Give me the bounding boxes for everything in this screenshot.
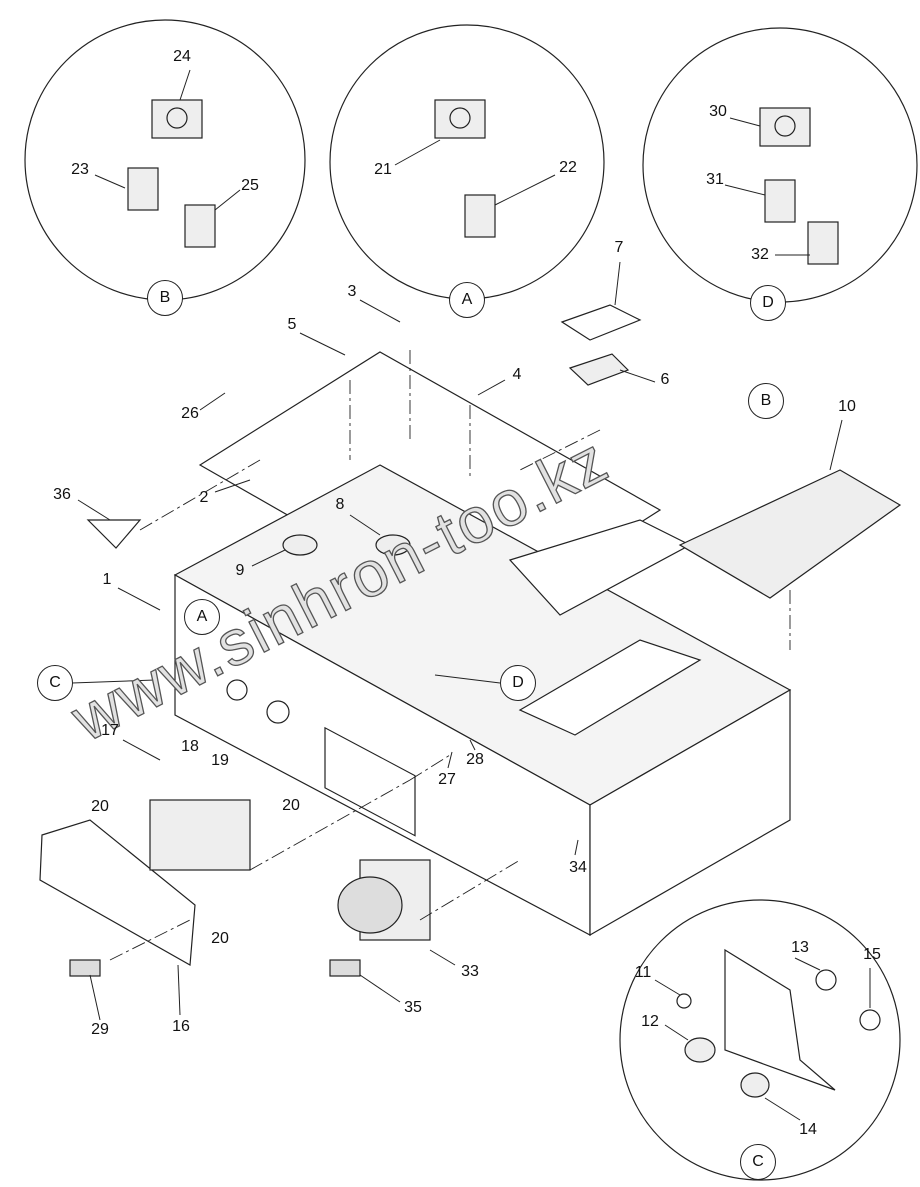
callout-24: 24 <box>173 48 191 65</box>
frame-16 <box>39 819 196 966</box>
callout-8: 8 <box>335 496 345 513</box>
callout-36: 36 <box>53 486 71 503</box>
callout-20: 20 <box>282 797 300 814</box>
button-8 <box>375 534 411 556</box>
callout-19: 19 <box>211 752 229 769</box>
callout-16: 16 <box>172 1018 190 1035</box>
detail-circle-d <box>642 27 918 303</box>
contact-25 <box>184 204 216 248</box>
contact-23 <box>127 167 159 211</box>
callout-31: 31 <box>706 171 724 188</box>
plate-c <box>724 948 836 1091</box>
screw-35 <box>329 959 361 977</box>
callout-5: 5 <box>287 316 297 333</box>
callout-18: 18 <box>181 738 199 755</box>
callout-10: 10 <box>838 398 856 415</box>
screw-29 <box>69 959 101 977</box>
contact-block-30 <box>759 107 811 147</box>
callout-26: 26 <box>181 405 199 422</box>
callout-25: 25 <box>241 177 259 194</box>
keypad-10 <box>678 469 902 599</box>
contact-32 <box>807 221 839 265</box>
callout-22: 22 <box>559 159 577 176</box>
detail-bubble-b: B <box>147 280 183 316</box>
callout-3: 3 <box>347 283 357 300</box>
contact-22 <box>464 194 496 238</box>
box-side <box>589 688 791 937</box>
callout-21: 21 <box>374 161 392 178</box>
callout-13: 13 <box>791 939 809 956</box>
display-7 <box>560 304 642 341</box>
callout-28: 28 <box>466 751 484 768</box>
callout-9: 9 <box>235 562 245 579</box>
detail-bubble-c: C <box>740 1144 776 1180</box>
reference-bubble-b: B <box>748 383 784 419</box>
callout-11: 11 <box>634 964 652 981</box>
callout-33: 33 <box>461 963 479 980</box>
connector-block-17 <box>149 799 251 871</box>
contact-block-21 <box>434 99 486 139</box>
contact-block-24 <box>151 99 203 139</box>
callout-6: 6 <box>660 371 670 388</box>
contact-31 <box>764 179 796 223</box>
detail-circle-b <box>24 19 306 301</box>
warning-triangle-36 <box>86 519 142 549</box>
callout-34: 34 <box>569 859 587 876</box>
display-6 <box>568 353 630 386</box>
callout-12: 12 <box>641 1013 659 1030</box>
callout-20: 20 <box>211 930 229 947</box>
callout-30: 30 <box>709 103 727 120</box>
callout-15: 15 <box>863 946 881 963</box>
callout-17: 17 <box>101 722 119 739</box>
callout-20: 20 <box>91 798 109 815</box>
callout-35: 35 <box>404 999 422 1016</box>
callout-29: 29 <box>91 1021 109 1038</box>
reference-bubble-a: A <box>184 599 220 635</box>
callout-32: 32 <box>751 246 769 263</box>
callout-2: 2 <box>199 489 209 506</box>
callout-27: 27 <box>438 771 456 788</box>
callout-4: 4 <box>512 366 522 383</box>
reference-bubble-d: D <box>500 665 536 701</box>
reference-bubble-c: C <box>37 665 73 701</box>
callout-7: 7 <box>614 239 624 256</box>
detail-bubble-a: A <box>449 282 485 318</box>
callout-14: 14 <box>799 1121 817 1138</box>
detail-circle-c <box>619 899 901 1181</box>
selector-9 <box>282 534 318 556</box>
callout-23: 23 <box>71 161 89 178</box>
detail-bubble-d: D <box>750 285 786 321</box>
callout-1: 1 <box>102 571 112 588</box>
